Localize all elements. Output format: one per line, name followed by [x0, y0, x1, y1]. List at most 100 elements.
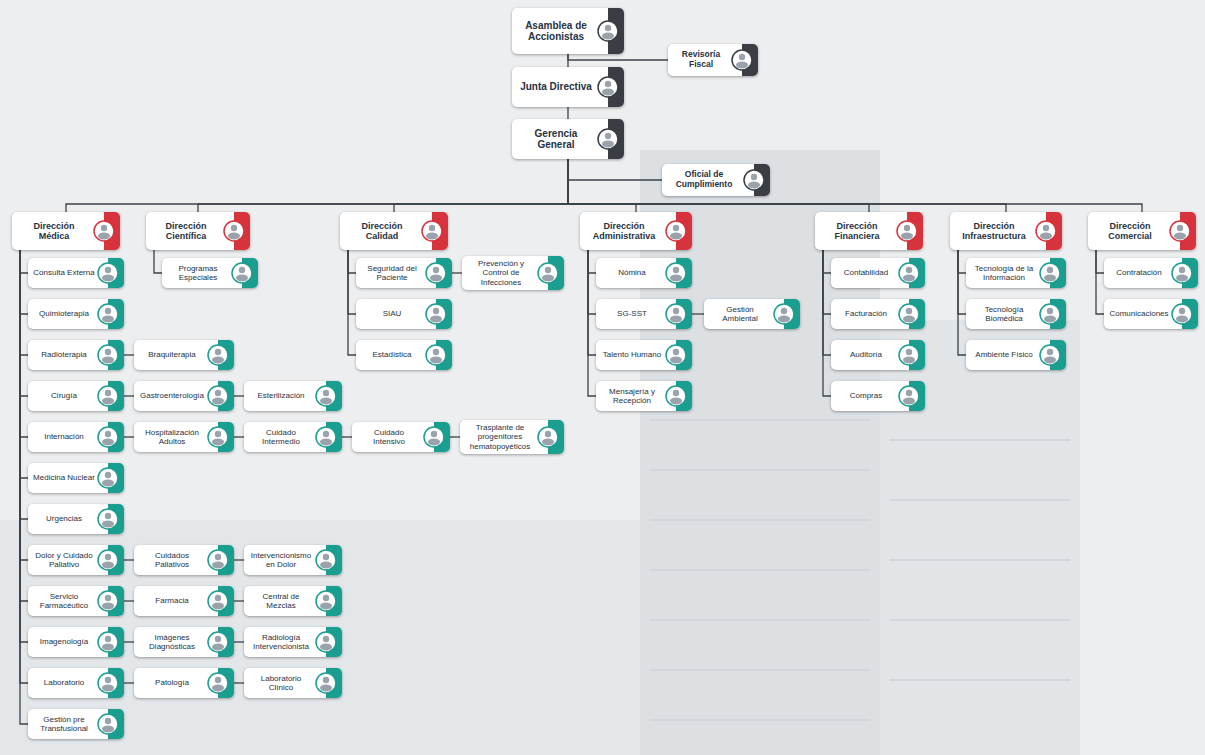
- person-icon: [1168, 258, 1198, 288]
- icon-circle: [424, 427, 444, 447]
- icon-head: [105, 513, 111, 519]
- ground-area: [0, 520, 640, 755]
- person-icon: [312, 586, 342, 616]
- icon-body: [228, 233, 240, 240]
- person-icon: [204, 668, 234, 698]
- unit-name: Gerencia General: [517, 128, 595, 151]
- org-box: Programas Especiales: [162, 258, 258, 288]
- icon-circle: [426, 304, 446, 324]
- unit-name: Asamblea de Accionistas: [517, 20, 595, 43]
- unit-name: Tecnología Biomédica: [971, 305, 1037, 323]
- icon-circle: [316, 427, 336, 447]
- icon-head: [1047, 267, 1053, 273]
- icon-body: [903, 275, 915, 282]
- icon-circle: [316, 632, 336, 652]
- icon-head: [605, 25, 611, 31]
- org-connector: [234, 600, 244, 601]
- org-box: Imágenes Diagnósticas: [134, 627, 234, 657]
- org-box: Braquiterapia: [134, 340, 234, 370]
- unit-name: Oficial de Cumplimiento: [667, 170, 741, 190]
- unit-name: Esterilización: [249, 391, 313, 400]
- org-box: Consulta Externa: [28, 258, 124, 288]
- person-icon: [312, 381, 342, 411]
- icon-body: [670, 233, 682, 240]
- org-connector: [20, 250, 28, 273]
- icon-body: [542, 439, 554, 446]
- icon-head: [323, 677, 329, 683]
- unit-name: Imagenología: [33, 637, 95, 646]
- org-box: Dolor y Cuidado Paliativo: [28, 545, 124, 575]
- org-connector: [588, 250, 596, 273]
- org-box: Servicio Farmacéutico: [28, 586, 124, 616]
- icon-circle: [666, 221, 686, 241]
- icon-head: [215, 349, 221, 355]
- org-box: Hospitalización Adultos: [134, 422, 234, 452]
- icon-circle: [426, 263, 446, 283]
- org-box: Dirección Calidad: [340, 212, 448, 250]
- icon-body: [212, 439, 224, 446]
- icon-body: [102, 685, 114, 692]
- unit-name: Tecnología de la Información: [971, 264, 1037, 282]
- icon-body: [430, 316, 442, 323]
- unit-name: Trasplante de progenitores hematopoyétic…: [465, 423, 535, 451]
- org-box: Tecnología de la Información: [966, 258, 1066, 288]
- icon-head: [781, 308, 787, 314]
- unit-name: Mensajería y Recepción: [601, 387, 663, 405]
- unit-name: Facturación: [836, 309, 896, 318]
- org-connector: [124, 641, 134, 642]
- icon-head: [231, 225, 237, 231]
- icon-head: [1177, 225, 1183, 231]
- person-icon: [94, 422, 124, 452]
- org-connector: [20, 250, 28, 519]
- org-box: Internación: [28, 422, 124, 452]
- unit-name: Contratación: [1109, 268, 1169, 277]
- unit-name: Dirección Infraestructura: [955, 221, 1033, 242]
- icon-head: [1179, 308, 1185, 314]
- org-box: SIAU: [356, 299, 452, 329]
- window-row: [650, 519, 870, 521]
- unit-name: Laboratorio Clínico: [249, 674, 313, 692]
- icon-circle: [316, 591, 336, 611]
- org-box: Cuidado Intermedio: [244, 422, 342, 452]
- window-row: [890, 439, 1070, 441]
- icon-head: [673, 267, 679, 273]
- icon-body: [748, 182, 760, 189]
- icon-circle: [98, 550, 118, 570]
- org-box: Central de Mezclas: [244, 586, 342, 616]
- icon-head: [1047, 349, 1053, 355]
- org-box: Medicina Nuclear: [28, 463, 124, 493]
- icon-body: [430, 357, 442, 364]
- icon-body: [1040, 233, 1052, 240]
- icon-circle: [208, 632, 228, 652]
- icon-circle: [897, 221, 917, 241]
- person-icon: [204, 381, 234, 411]
- org-box: Trasplante de progenitores hematopoyétic…: [460, 420, 564, 454]
- icon-circle: [598, 21, 618, 41]
- org-connector: [234, 395, 244, 396]
- unit-name: Medicina Nuclear: [33, 473, 95, 482]
- icon-body: [320, 603, 332, 610]
- unit-name: Quimioterapia: [33, 309, 95, 318]
- window-row: [650, 669, 870, 671]
- org-box: SG-SST: [596, 299, 692, 329]
- org-box: Gestión Ambiental: [704, 299, 800, 329]
- icon-head: [105, 267, 111, 273]
- icon-circle: [666, 304, 686, 324]
- unit-name: Radiología Intervencionista: [249, 633, 313, 651]
- icon-circle: [1040, 263, 1060, 283]
- unit-name: Seguridad del Paciente: [361, 264, 423, 282]
- icon-head: [431, 431, 437, 437]
- org-connector: [1096, 250, 1104, 273]
- org-connector: [124, 682, 134, 683]
- icon-circle: [316, 386, 336, 406]
- icon-circle: [538, 427, 558, 447]
- org-connector: [20, 250, 28, 601]
- org-connector: [20, 250, 28, 478]
- unit-name: Revisoría Fiscal: [673, 50, 729, 70]
- window-row: [650, 619, 870, 621]
- person-icon: [94, 381, 124, 411]
- icon-circle: [1036, 221, 1056, 241]
- org-connector: [568, 54, 668, 60]
- person-icon: [662, 299, 692, 329]
- org-connector: [124, 436, 134, 437]
